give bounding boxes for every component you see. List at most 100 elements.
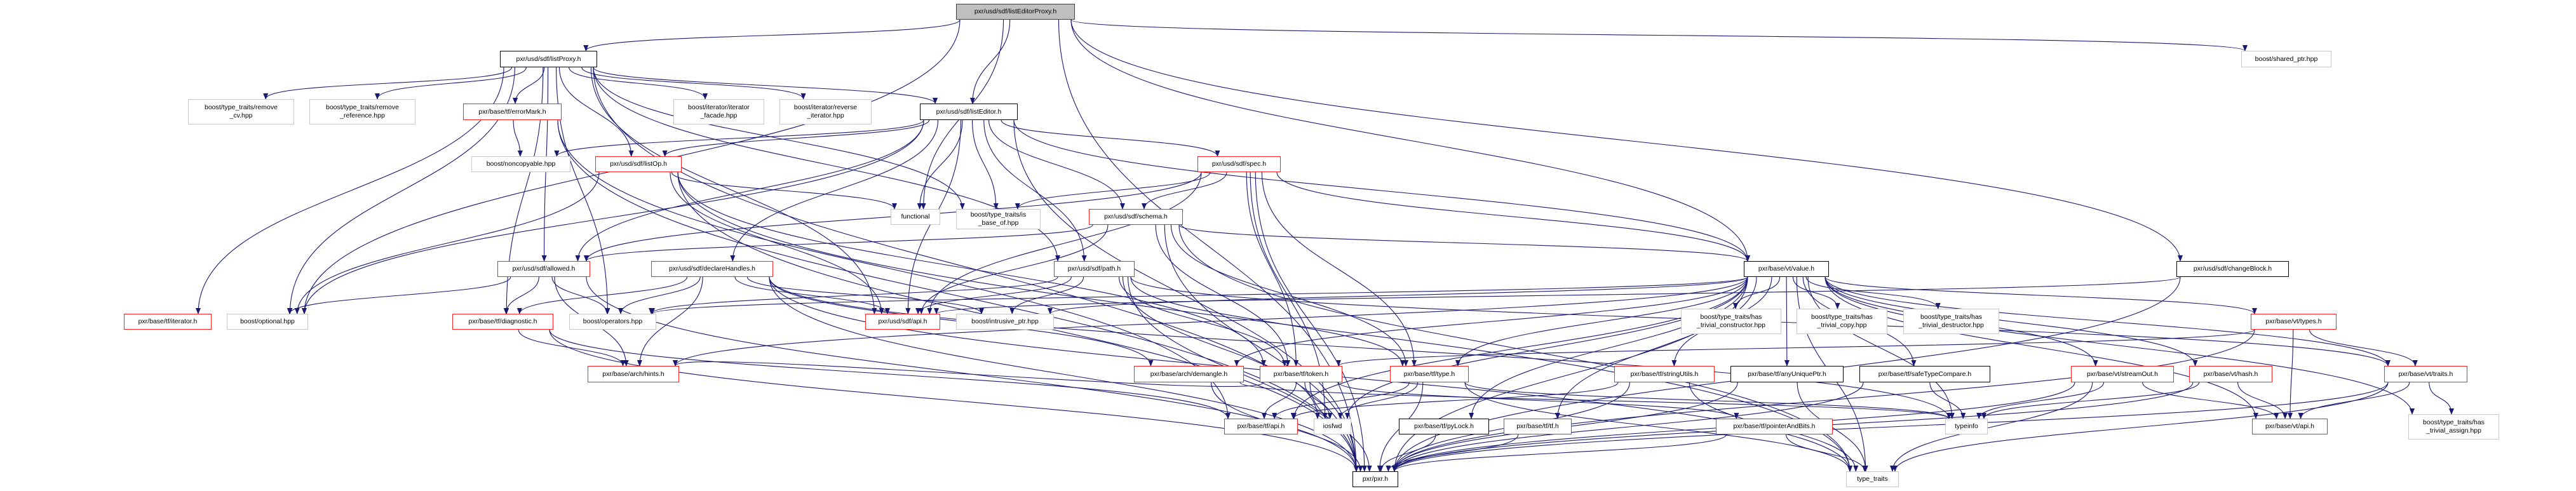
graph-node-vtapi[interactable]: pxr/base/vt/api.h [2252, 419, 2328, 434]
node-label: typeinfo [1955, 422, 1978, 430]
node-label: _trivial_destructor.hpp [1919, 321, 1984, 329]
edge-listProxy-to-sdfapi [590, 67, 877, 314]
graph-node-path[interactable]: pxr/usd/sdf/path.h [1054, 261, 1135, 277]
edge-root-to-listEditor [969, 19, 1011, 104]
graph-node-iterator[interactable]: pxr/base/tf/iterator.h [124, 314, 212, 330]
graph-node-anyUniquePtr[interactable]: pxr/base/tf/anyUniquePtr.h [1730, 366, 1844, 382]
graph-node-value[interactable]: pxr/base/vt/value.h [1744, 261, 1829, 277]
edge-allowed-to-operators [551, 276, 610, 314]
edge-schema-to-sdfapi [919, 224, 1109, 314]
node-label: pxr/base/vt/streamOut.h [2086, 370, 2159, 378]
graph-node-is_base_of[interactable]: boost/type_traits/is_base_of.hpp [956, 209, 1041, 229]
graph-node-reverse_iterator[interactable]: boost/iterator/reverse_iterator.hpp [779, 99, 872, 124]
node-label: pxr/base/vt/value.h [1758, 265, 1815, 272]
edge-errorMark-to-noncopyable [513, 119, 523, 157]
edge-listOp-to-sdfapi [670, 172, 884, 314]
graph-node-tftype[interactable]: pxr/base/tf/type.h [1390, 366, 1469, 382]
graph-node-facade[interactable]: boost/iterator/iterator_facade.hpp [673, 99, 764, 124]
edge-diagnostic-to-hints [518, 329, 626, 367]
edge-value-to-vtapi [1824, 276, 2258, 419]
node-label: boost/shared_ptr.hpp [2255, 55, 2318, 63]
graph-node-intrusive[interactable]: boost/intrusive_ptr.hpp [956, 314, 1054, 330]
edge-declareHandles-to-typeinfo [769, 276, 1952, 419]
edge-listEditor-to-noncopyable [554, 119, 924, 157]
graph-node-safeTypeCompare[interactable]: pxr/base/tf/safeTypeCompare.h [1859, 366, 1990, 382]
graph-node-type_traits[interactable]: type_traits [1846, 471, 1899, 487]
node-label: pxr/base/vt/traits.h [2398, 370, 2453, 378]
edge-listProxy-to-facade [569, 67, 708, 100]
graph-node-remove_cv[interactable]: boost/type_traits/remove_cv.hpp [188, 99, 294, 124]
graph-node-sdfapi[interactable]: pxr/usd/sdf/api.h [865, 314, 940, 330]
graph-node-schema[interactable]: pxr/usd/sdf/schema.h [1089, 209, 1183, 225]
graph-node-allowed[interactable]: pxr/usd/sdf/allowed.h [497, 261, 590, 277]
edge-path-to-operators [649, 276, 1058, 314]
edge-traits-to-hta [2429, 382, 2454, 415]
graph-node-listProxy[interactable]: pxr/usd/sdf/listProxy.h [500, 51, 597, 67]
node-label: iosfwd [1323, 422, 1342, 430]
graph-node-optional[interactable]: boost/optional.hpp [227, 314, 308, 330]
graph-node-operators[interactable]: boost/operators.hpp [569, 314, 656, 330]
edge-listOp-to-optional [294, 172, 600, 314]
node-label: _trivial_constructor.hpp [1697, 321, 1765, 329]
graph-node-htd[interactable]: boost/type_traits/has_trivial_destructor… [1903, 309, 1999, 334]
graph-node-tftf[interactable]: pxr/base/tf/tf.h [1504, 419, 1572, 434]
graph-node-functional[interactable]: functional [891, 209, 940, 225]
edge-pointerAndBits-to-type_traits [1785, 434, 1868, 472]
graph-node-token[interactable]: pxr/base/tf/token.h [1260, 366, 1342, 382]
edge-declareHandles-to-sdfapi [734, 276, 890, 314]
edge-types-to-token [1336, 329, 2255, 367]
graph-node-errorMark[interactable]: pxr/base/tf/errorMark.h [463, 104, 562, 120]
edge-types-to-vtapi [2287, 329, 2294, 419]
node-label: pxr/base/tf/api.h [1237, 422, 1285, 430]
graph-node-root[interactable]: pxr/usd/sdf/listEditorProxy.h [956, 4, 1075, 20]
graph-node-declareHandles[interactable]: pxr/usd/sdf/declareHandles.h [651, 261, 773, 277]
graph-node-listEditor[interactable]: pxr/usd/sdf/listEditor.h [920, 104, 1018, 120]
edge-value-to-hints [673, 276, 1748, 367]
edge-streamOut-to-type_traits [1890, 382, 2093, 472]
edge-value-to-hta [1824, 276, 2415, 415]
graph-node-shared_ptr[interactable]: boost/shared_ptr.hpp [2241, 51, 2331, 67]
graph-node-pointerAndBits[interactable]: pxr/base/tf/pointerAndBits.h [1716, 419, 1833, 434]
graph-node-hash[interactable]: pxr/base/vt/hash.h [2189, 366, 2272, 382]
graph-node-pyLock[interactable]: pxr/base/tf/pyLock.h [1399, 419, 1489, 434]
graph-node-changeBlock[interactable]: pxr/usd/sdf/changeBlock.h [2176, 261, 2289, 277]
edge-allowed-to-diagnostic [503, 276, 539, 314]
edge-tftype-to-typeinfo [1464, 382, 1952, 419]
graph-node-typeinfo[interactable]: typeinfo [1945, 419, 1988, 434]
node-label: pxr/base/tf/pointerAndBits.h [1733, 422, 1816, 430]
edge-streamOut-to-typeinfo [1976, 382, 2105, 419]
edge-listProxy-to-listEditor [593, 67, 938, 104]
node-label: pxr/usd/sdf/changeBlock.h [2193, 265, 2272, 272]
edge-listEditor-to-allowed [575, 119, 924, 262]
graph-node-hta[interactable]: boost/type_traits/has_trivial_assign.hpp [2408, 414, 2499, 440]
node-label: _reference.hpp [340, 112, 385, 119]
graph-node-traits[interactable]: pxr/base/vt/traits.h [2384, 366, 2467, 382]
graph-node-tfapi[interactable]: pxr/base/tf/api.h [1224, 419, 1298, 434]
edge-safeTypeCompare-to-pxr [1392, 382, 1864, 472]
graph-node-demangle[interactable]: pxr/base/arch/demangle.h [1134, 366, 1244, 382]
graph-node-noncopyable[interactable]: boost/noncopyable.hpp [471, 156, 570, 172]
graph-node-remove_reference[interactable]: boost/type_traits/remove_reference.hpp [309, 99, 415, 124]
graph-node-streamOut[interactable]: pxr/base/vt/streamOut.h [2071, 366, 2174, 382]
edge-value-to-demangle [1234, 276, 1748, 367]
graph-node-iosfwd[interactable]: iosfwd [1314, 419, 1351, 434]
graph-node-htc[interactable]: boost/type_traits/has_trivial_constructo… [1681, 309, 1781, 334]
node-label: boost/noncopyable.hpp [486, 160, 556, 168]
graph-node-spec[interactable]: pxr/usd/sdf/spec.h [1197, 156, 1281, 172]
node-label: boost/type_traits/has [1920, 313, 1982, 321]
graph-node-types[interactable]: pxr/base/vt/types.h [2251, 314, 2337, 330]
graph-node-stringUtils[interactable]: pxr/base/tf/stringUtils.h [1614, 366, 1715, 382]
graph-node-htcopy[interactable]: boost/type_traits/has_trivial_copy.hpp [1797, 309, 1887, 334]
node-label: boost/optional.hpp [240, 318, 295, 325]
graph-node-listOp[interactable]: pxr/usd/sdf/listOp.h [595, 156, 682, 172]
graph-node-pxr[interactable]: pxr/pxr.h [1352, 471, 1398, 487]
edge-diagnostic-to-tfapi [549, 329, 1231, 419]
edge-listEditor-to-declareHandles [730, 119, 939, 262]
edge-diagnostic-to-pxr [549, 329, 1359, 472]
edge-listEditor-to-schema [988, 119, 1125, 210]
graph-node-hints[interactable]: pxr/base/arch/hints.h [588, 366, 679, 382]
graph-node-diagnostic[interactable]: pxr/base/tf/diagnostic.h [452, 314, 553, 330]
edge-value-to-tftf [1554, 276, 1757, 419]
node-label: boost/type_traits/remove [326, 104, 399, 111]
